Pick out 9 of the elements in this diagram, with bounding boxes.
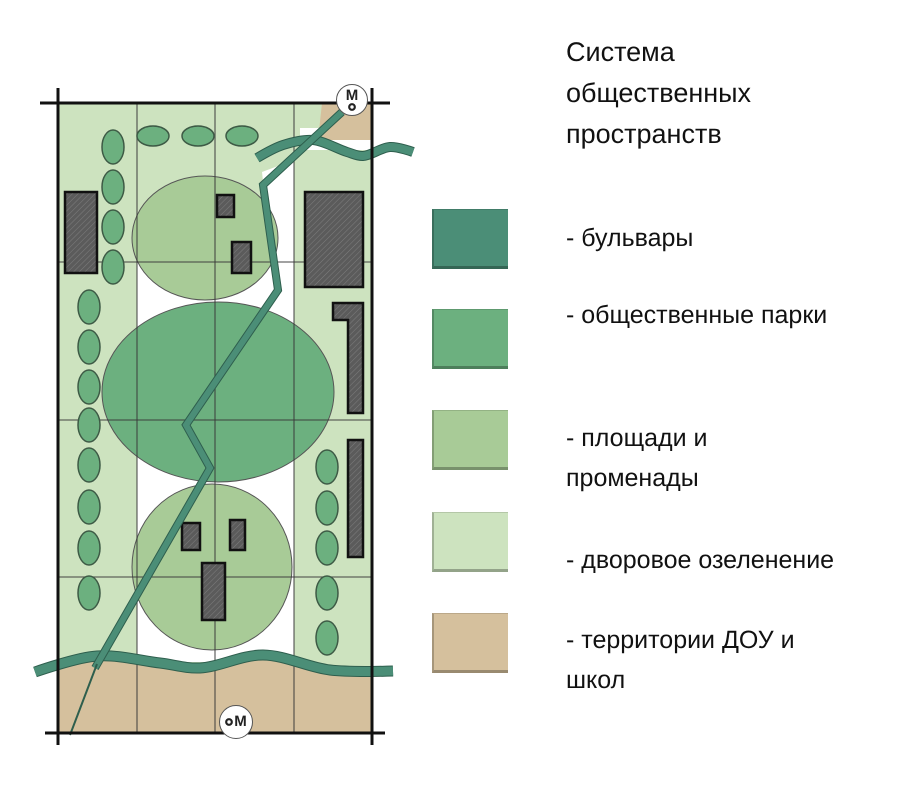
legend-label: - общественные парки — [566, 300, 828, 331]
legend-label: - площади и променады — [566, 423, 709, 494]
metro-sign — [336, 84, 368, 116]
legend-label: - бульвары — [566, 223, 694, 254]
legend-label: - территории ДОУ и школ — [566, 625, 796, 696]
diagram-title: Система общественных пространств — [566, 36, 752, 151]
legend-label: - дворовое озеленение — [566, 545, 836, 576]
metro-letter: М — [234, 715, 247, 729]
metro-letter: М — [346, 89, 358, 103]
